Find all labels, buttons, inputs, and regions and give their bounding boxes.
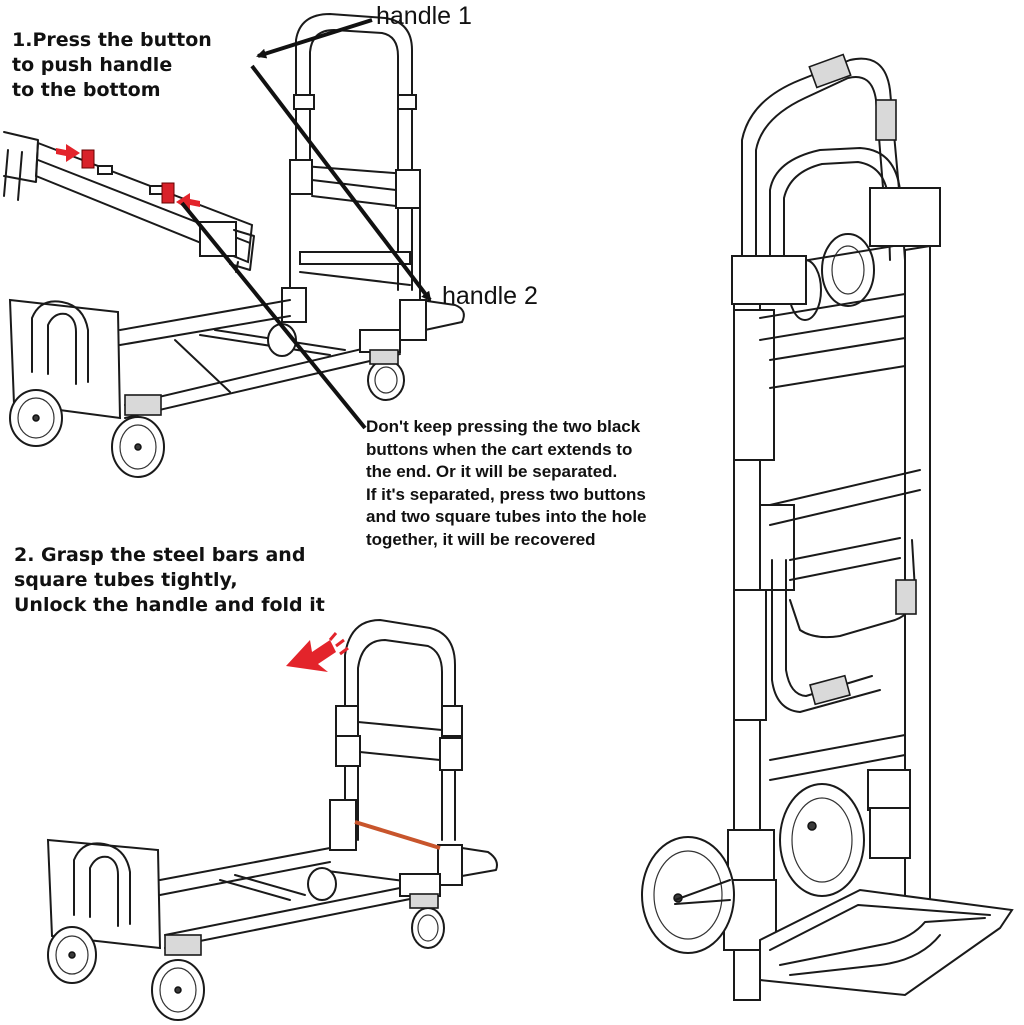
handle-2-label: handle 2 bbox=[442, 282, 538, 310]
cart-extended-illustration bbox=[3, 13, 465, 478]
red-arrow-icon bbox=[176, 193, 200, 211]
red-button-icon bbox=[81, 149, 95, 169]
fold-direction-arrow-icon bbox=[286, 640, 336, 672]
motion-lines-icon bbox=[328, 632, 349, 656]
step-1-instruction: 1.Press the button to push handle to the… bbox=[12, 29, 212, 101]
step-2-instruction: 2. Grasp the steel bars and square tubes… bbox=[14, 544, 325, 616]
pointer-line bbox=[250, 64, 432, 302]
cart-folding-illustration bbox=[46, 619, 498, 1021]
warning-note: Don't keep pressing the two black button… bbox=[366, 417, 647, 549]
red-button-icon bbox=[161, 182, 175, 204]
steel-bar-highlight bbox=[354, 820, 441, 850]
handle-1-label: handle 1 bbox=[376, 2, 472, 30]
cart-upright-illustration bbox=[641, 53, 1014, 1001]
pointer-line bbox=[180, 201, 367, 430]
red-arrow-icon bbox=[56, 144, 80, 162]
pointer-line bbox=[256, 18, 373, 59]
